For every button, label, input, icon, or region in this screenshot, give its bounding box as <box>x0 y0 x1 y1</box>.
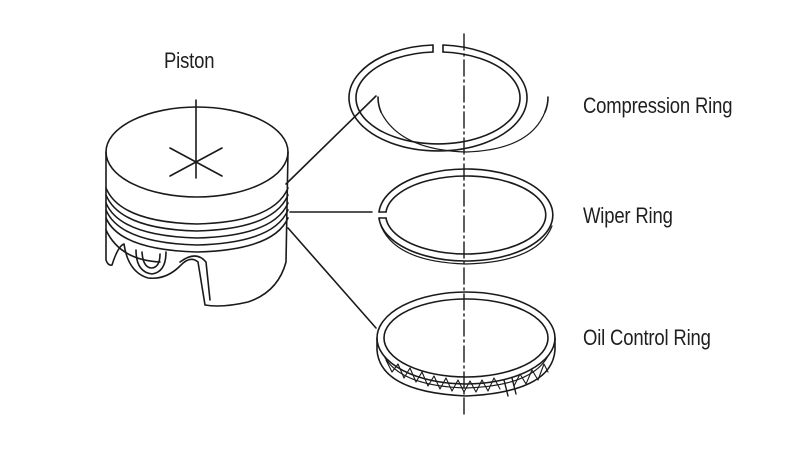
piston-skirt-edge <box>105 229 161 263</box>
piston-ring-groove-2 <box>105 194 289 232</box>
piston-pin-boss <box>135 249 167 275</box>
leader-compression-ring <box>285 95 377 185</box>
compression-ring-illustration <box>348 44 549 153</box>
piston-illustration <box>105 99 289 307</box>
piston-skirt-cut <box>179 255 211 301</box>
piston-body <box>105 151 289 307</box>
compression-ring-label: Compression Ring <box>583 93 733 118</box>
piston-cross-2 <box>169 147 223 177</box>
piston-label: Piston <box>164 48 215 73</box>
piston-ring-groove-4 <box>105 209 289 246</box>
oil-ring-expander-2 <box>513 363 549 387</box>
wiper-ring-illustration <box>378 168 554 265</box>
piston-crown <box>105 106 289 198</box>
piston-ring-groove-3 <box>105 202 289 239</box>
leader-oil-control-ring <box>287 227 377 329</box>
oil-ring-expander <box>385 359 501 393</box>
piston-pin-hole <box>141 251 161 269</box>
piston-ring-groove-1 <box>105 187 289 225</box>
wiper-ring-label: Wiper Ring <box>583 203 673 228</box>
oil-control-ring-label: Oil Control Ring <box>583 325 711 350</box>
piston-ring-groove-5 <box>105 217 289 253</box>
oil-control-ring-illustration <box>376 291 556 397</box>
